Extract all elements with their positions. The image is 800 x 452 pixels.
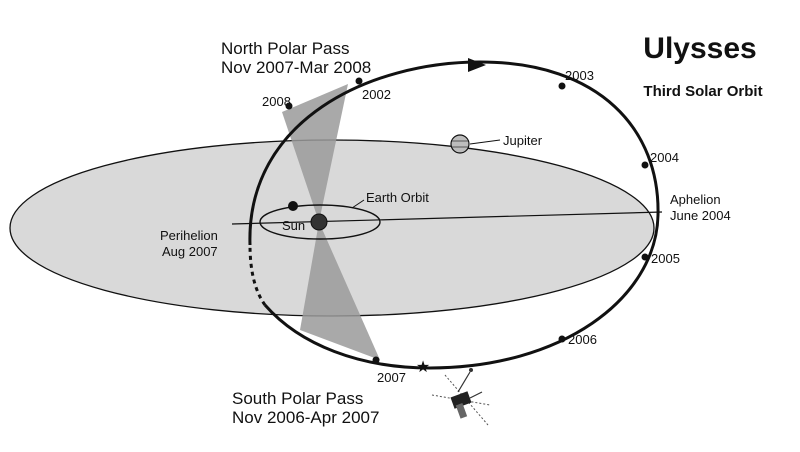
orbit-dot-2002 [355,77,363,85]
perihelion-label: Perihelion [160,228,218,243]
orbit-dot-2005 [641,253,649,261]
year-label-2006: 2006 [568,332,597,347]
orbit-dot-2003 [558,82,566,90]
earth-orbit-pointer [351,199,365,209]
year-label-2008: 2008 [262,94,291,109]
south-pass-dates: Nov 2006-Apr 2007 [232,408,379,427]
earth-position-dot [288,201,298,211]
ulysses-orbit [248,60,660,370]
year-label-2004: 2004 [650,150,679,165]
jupiter-label: Jupiter [503,133,543,148]
year-label-2007: 2007 [377,370,406,385]
south-polar-cone [300,222,380,360]
title: Ulysses [643,32,756,65]
star-icon: ★ [416,357,430,376]
orbit-dot-2004 [641,161,649,169]
subtitle: Third Solar Orbit [643,83,762,100]
perihelion-date: Aug 2007 [162,244,218,259]
year-label-2005: 2005 [651,251,680,266]
orbit-dot-2007 [372,356,380,364]
year-label-2003: 2003 [565,68,594,83]
jupiter-pointer [469,139,501,145]
sun-label: Sun [282,218,305,233]
sun-marker [310,213,328,231]
orbit-dashed-segment [248,244,267,306]
jupiter-icon [450,134,470,154]
aphelion-date: June 2004 [670,208,731,223]
north-polar-cone [282,84,348,222]
year-label-2002: 2002 [362,87,391,102]
apse-line [231,211,663,225]
north-pass-label: North Polar Pass [221,39,350,58]
earth-orbit-label: Earth Orbit [366,190,429,205]
orbit-direction-arrow [468,58,486,72]
south-pass-label: South Polar Pass [232,389,363,408]
orbit-dot-2006 [558,335,566,343]
earth-orbit-ring [259,204,381,240]
orbit-dot-2008 [285,102,293,110]
spacecraft-icon [431,368,491,426]
north-pass-dates: Nov 2007-Mar 2008 [221,58,371,77]
aphelion-label: Aphelion [670,192,721,207]
